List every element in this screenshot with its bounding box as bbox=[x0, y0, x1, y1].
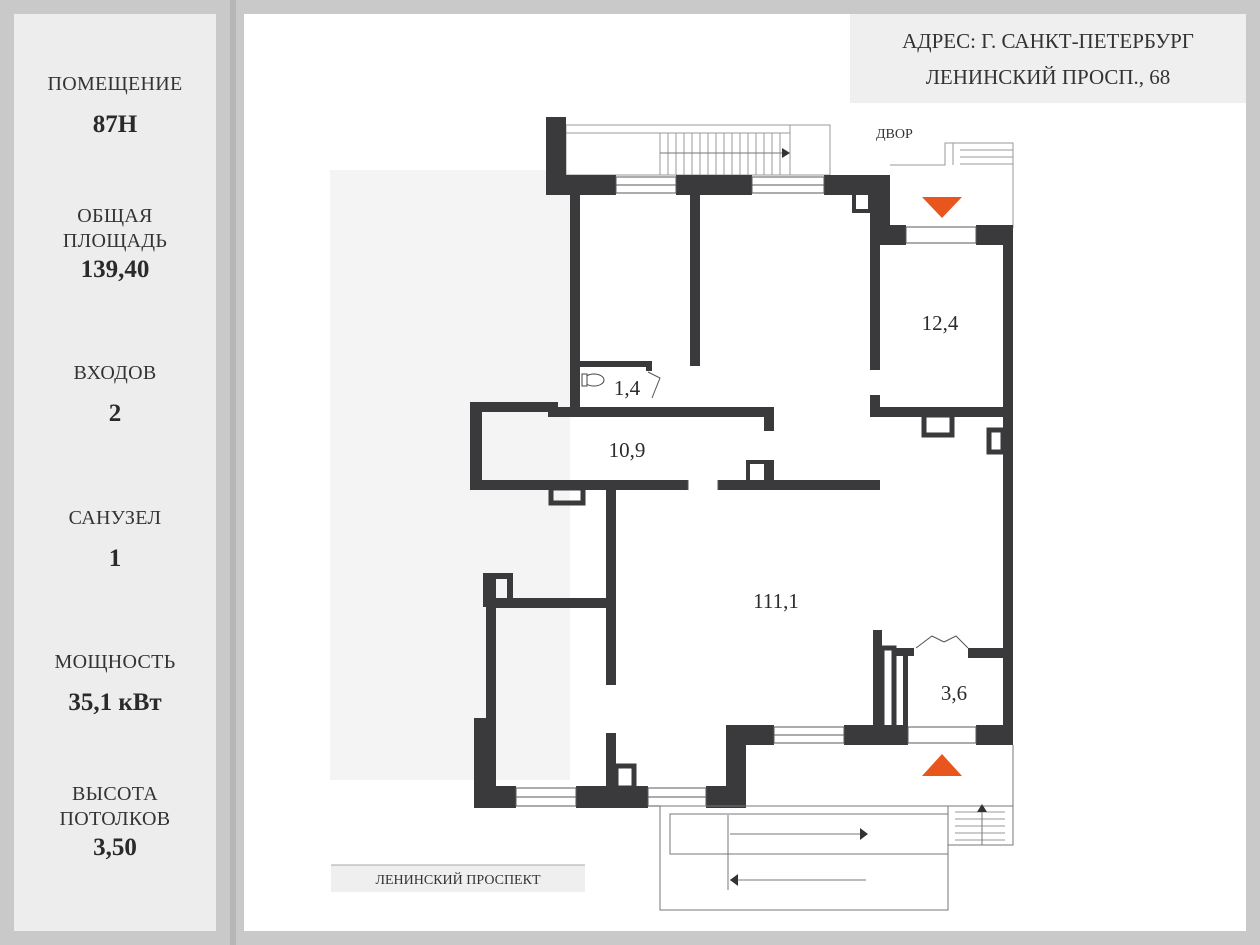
courtyard-label: ДВОР bbox=[876, 127, 913, 142]
ramp-arrow-left bbox=[730, 874, 738, 886]
window-lines bbox=[516, 184, 844, 798]
stat-bathroom: САНУЗЕЛ 1 bbox=[14, 506, 216, 573]
ramp-arrow-right bbox=[860, 828, 868, 840]
stat-premises: ПОМЕЩЕНИЕ 87Н bbox=[14, 72, 216, 139]
stat-entrances-label: ВХОДОВ bbox=[73, 362, 157, 384]
street-label-box bbox=[331, 865, 585, 892]
street-label: ЛЕНИНСКИЙ ПРОСПЕКТ bbox=[375, 871, 540, 888]
stat-ceiling-height-label: ВЫСОТА ПОТОЛКОВ bbox=[59, 783, 171, 830]
courtyard-porch bbox=[890, 142, 1014, 228]
stat-premises-label: ПОМЕЩЕНИЕ bbox=[47, 73, 183, 95]
courtyard-entrance-arrow-icon bbox=[922, 197, 962, 218]
room-111-1-label: 111,1 bbox=[753, 589, 799, 613]
stat-ceiling-height-value: 3,50 bbox=[93, 834, 137, 861]
stat-total-area-label: ОБЩАЯ ПЛОЩАДЬ bbox=[62, 205, 168, 252]
windows bbox=[515, 176, 977, 807]
stat-entrances-value: 2 bbox=[108, 400, 122, 427]
stat-premises-value: 87Н bbox=[92, 111, 138, 138]
stat-power-label: МОЩНОСТЬ bbox=[54, 651, 176, 673]
info-sidebar: ПОМЕЩЕНИЕ 87Н ОБЩАЯ ПЛОЩАДЬ 139,40 ВХОДО… bbox=[14, 14, 216, 931]
stat-power: МОЩНОСТЬ 35,1 кВт bbox=[14, 650, 216, 717]
plan-shadow bbox=[330, 170, 570, 780]
divider bbox=[230, 0, 236, 945]
street-entrance-arrow-icon bbox=[922, 754, 962, 776]
stat-ceiling-height: ВЫСОТА ПОТОЛКОВ 3,50 bbox=[14, 782, 216, 862]
address-line-2: ЛЕНИНСКИЙ ПРОСП., 68 bbox=[925, 65, 1171, 89]
stat-bathroom-label: САНУЗЕЛ bbox=[68, 507, 162, 529]
stat-total-area: ОБЩАЯ ПЛОЩАДЬ 139,40 bbox=[14, 204, 216, 284]
address-box: АДРЕС: Г. САНКТ-ПЕТЕРБУРГ ЛЕНИНСКИЙ ПРОС… bbox=[850, 14, 1246, 103]
doors bbox=[647, 371, 969, 649]
stat-bathroom-value: 1 bbox=[108, 545, 122, 572]
courtyard-staircase bbox=[565, 124, 831, 176]
room-12-4-label: 12,4 bbox=[922, 311, 959, 335]
toilet-icon bbox=[581, 373, 605, 387]
stairs-arrow-up bbox=[977, 804, 987, 812]
room-10-9-label: 10,9 bbox=[609, 438, 646, 462]
walls bbox=[470, 117, 1013, 808]
stat-entrances: ВХОДОВ 2 bbox=[14, 361, 216, 428]
stat-power-value: 35,1 кВт bbox=[68, 689, 162, 716]
address-line-1: АДРЕС: Г. САНКТ-ПЕТЕРБУРГ bbox=[902, 29, 1194, 53]
room-3-6-label: 3,6 bbox=[941, 681, 967, 705]
street-staircase bbox=[659, 745, 1014, 911]
room-1-4-label: 1,4 bbox=[614, 376, 641, 400]
stat-total-area-value: 139,40 bbox=[80, 256, 150, 283]
